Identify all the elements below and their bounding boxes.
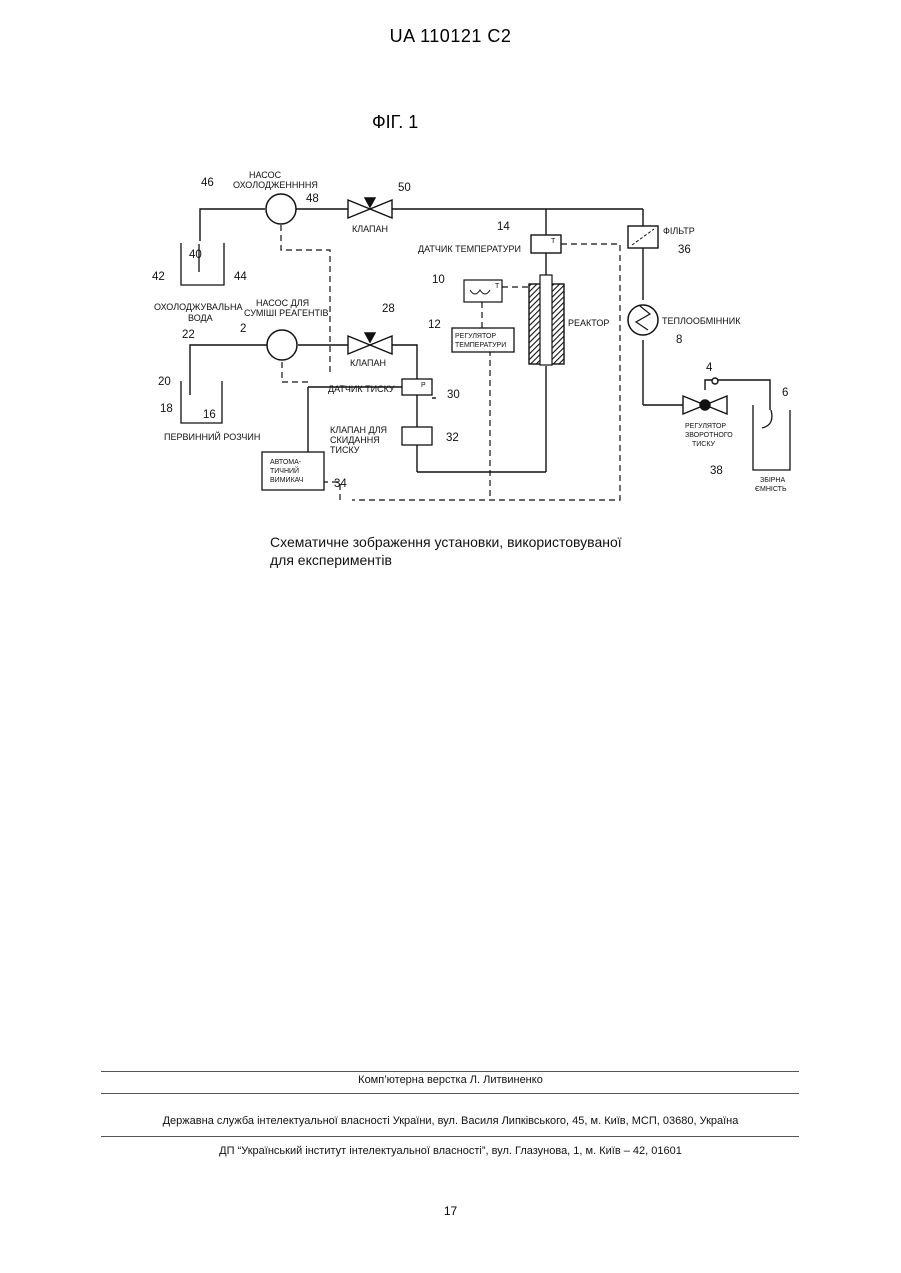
thermocouple-symbol: T xyxy=(495,283,500,290)
temperature-symbol: T xyxy=(551,238,556,245)
cooling-pump-icon xyxy=(266,194,296,224)
footer-institute: ДП “Український інститут інтелектуальної… xyxy=(0,1145,901,1157)
label-pump-cool-1: НАСОС xyxy=(249,170,282,180)
caption-line-1: Схематичне зображення установки, викорис… xyxy=(270,533,622,551)
ref-4: 4 xyxy=(706,362,713,374)
valve-50-icon xyxy=(348,198,392,218)
ref-6: 6 xyxy=(782,387,788,399)
label-heat-exch: ТЕПЛООБМІННИК xyxy=(662,316,741,326)
label-auto-1: АВТОМА- xyxy=(270,459,302,466)
temperature-sensor-box xyxy=(531,235,561,253)
label-temp-reg-2: ТЕМПЕРАТУРИ xyxy=(455,342,506,349)
relief-valve-box xyxy=(402,427,432,445)
ref-44: 44 xyxy=(234,271,247,283)
label-filter: ФІЛЬТР xyxy=(663,226,695,236)
ref-18: 18 xyxy=(160,403,173,415)
figure-caption: Схематичне зображення установки, викорис… xyxy=(270,533,622,569)
heat-exchanger-icon xyxy=(628,305,658,335)
footer-agency: Державна служба інтелектуальної власност… xyxy=(0,1115,901,1127)
label-auto-2: ТИЧНИЙ xyxy=(270,466,299,475)
ref-36: 36 xyxy=(678,244,691,256)
label-reactor: РЕАКТОР xyxy=(568,318,609,328)
label-collect-1: ЗБІРНА xyxy=(760,477,785,484)
label-pump-mix-1: НАСОС ДЛЯ xyxy=(256,298,309,308)
footer-rule-top xyxy=(101,1071,799,1072)
label-valve-50: КЛАПАН xyxy=(352,224,388,234)
ref-30: 30 xyxy=(447,389,460,401)
label-valve-28: КЛАПАН xyxy=(350,358,386,368)
ref-28: 28 xyxy=(382,303,395,315)
reagent-pump-icon xyxy=(267,330,297,360)
label-temp-sensor: ДАТЧИК ТЕМПЕРАТУРИ xyxy=(418,244,521,254)
ref-42: 42 xyxy=(152,271,165,283)
label-collect-2: ЄМНІСТЬ xyxy=(755,486,787,493)
label-temp-reg-1: РЕГУЛЯТОР xyxy=(455,333,496,340)
ref-40: 40 xyxy=(189,249,202,261)
pressure-sensor-box xyxy=(402,379,432,395)
label-relief-3: ТИСКУ xyxy=(330,445,360,455)
label-cool-water-2: ВОДА xyxy=(188,313,213,323)
label-pump-mix-2: СУМІШІ РЕАГЕНТІВ xyxy=(244,308,329,318)
footer-layout: Комп’ютерна верстка Л. Литвиненко xyxy=(0,1074,901,1086)
ref-10: 10 xyxy=(432,274,445,286)
pressure-symbol: P xyxy=(421,382,426,389)
label-back-reg-3: ТИСКУ xyxy=(692,441,716,448)
page-number: 17 xyxy=(0,1204,901,1218)
process-schematic: T T P НАСОС ОХОЛОДЖЕННННЯ КЛАПАН ДАТЧИК … xyxy=(0,0,901,600)
label-relief-1: КЛАПАН ДЛЯ xyxy=(330,425,387,435)
label-relief-2: СКИДАННЯ xyxy=(330,435,380,445)
ref-20: 20 xyxy=(158,376,171,388)
ref-12: 12 xyxy=(428,319,441,331)
ref-50: 50 xyxy=(398,182,411,194)
ref-16: 16 xyxy=(203,409,216,421)
footer-rule-bottom xyxy=(101,1136,799,1137)
caption-line-2: для експериментів xyxy=(270,551,622,569)
ref-34: 34 xyxy=(334,478,347,490)
label-back-reg-2: ЗВОРОТНОГО xyxy=(685,432,733,439)
label-primary-sol: ПЕРВИННИЙ РОЗЧИН xyxy=(164,431,260,442)
valve-28-icon xyxy=(348,333,392,354)
footer-rule-middle xyxy=(101,1093,799,1094)
ref-2: 2 xyxy=(240,323,246,335)
ref-38: 38 xyxy=(710,465,723,477)
label-auto-3: ВИМИКАЧ xyxy=(270,477,304,484)
ref-46: 46 xyxy=(201,177,214,189)
ref-22: 22 xyxy=(182,329,195,341)
ref-14: 14 xyxy=(497,221,510,233)
ref-32: 32 xyxy=(446,432,459,444)
ref-8: 8 xyxy=(676,334,682,346)
signal-lines xyxy=(281,225,620,500)
ref-48: 48 xyxy=(306,193,319,205)
label-pump-cool-2: ОХОЛОДЖЕННННЯ xyxy=(233,180,318,190)
label-pressure-sensor: ДАТЧИК ТИСКУ xyxy=(328,384,395,394)
label-cool-water-1: ОХОЛОДЖУВАЛЬНА xyxy=(154,302,242,312)
label-back-reg-1: РЕГУЛЯТОР xyxy=(685,423,726,430)
